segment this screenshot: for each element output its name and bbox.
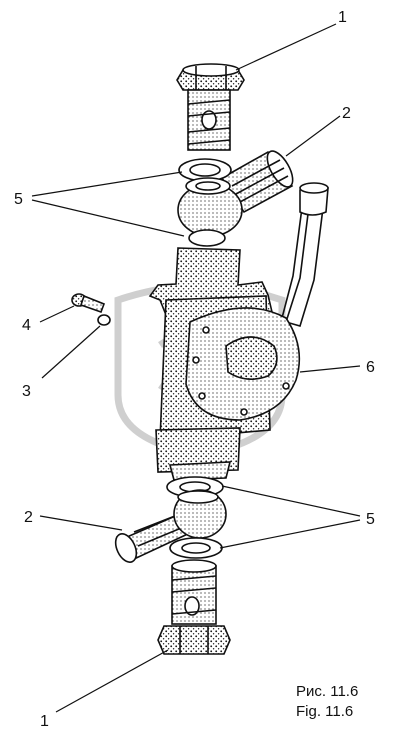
callout-1-top: 1 bbox=[338, 9, 347, 26]
leader-lines bbox=[31, 23, 361, 713]
screw bbox=[71, 293, 106, 314]
callout-1-bottom: 1 bbox=[40, 713, 49, 730]
banjo-eye-top bbox=[177, 177, 243, 247]
spring-washer bbox=[97, 314, 111, 326]
lever-handle bbox=[281, 182, 329, 327]
banjo-bolt-bottom bbox=[157, 559, 231, 655]
callout-5-left: 5 bbox=[14, 191, 23, 208]
callout-4: 4 bbox=[22, 317, 31, 334]
caption-ru: Рис. 11.6 bbox=[296, 683, 358, 700]
sealing-washer-bottom-lower bbox=[169, 537, 223, 559]
callout-6: 6 bbox=[366, 359, 375, 376]
valve-body bbox=[148, 247, 301, 481]
caption-en: Fig. 11.6 bbox=[296, 703, 353, 720]
callout-3: 3 bbox=[22, 383, 31, 400]
callout-5-right: 5 bbox=[366, 511, 375, 528]
callout-2-top: 2 bbox=[342, 105, 351, 122]
union-fitting-top bbox=[220, 150, 294, 214]
callout-2-bottom: 2 bbox=[24, 509, 33, 526]
sealing-washer-top bbox=[178, 158, 232, 182]
union-fitting-bottom bbox=[114, 489, 227, 563]
banjo-bolt-top bbox=[176, 63, 245, 151]
